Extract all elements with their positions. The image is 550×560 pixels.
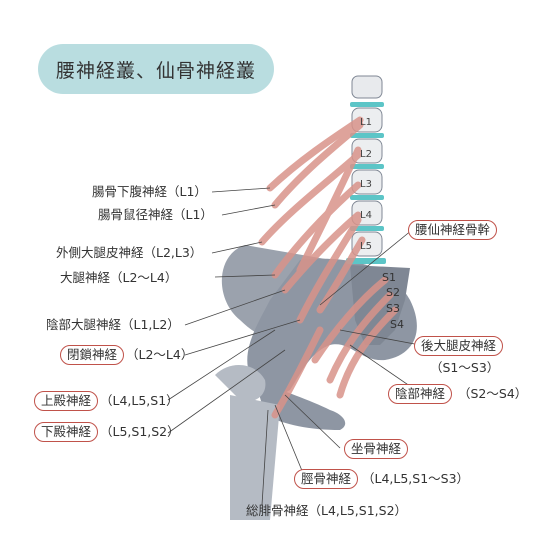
nerve-sacral-1 — [311, 276, 389, 364]
nerve-femoral — [271, 181, 362, 279]
vertebra-t12 — [351, 75, 383, 99]
label-posterior-femoral-cutaneous-roots: （S1〜S3） — [430, 360, 500, 375]
label-inferior-gluteal-roots: （L5,S1,S2） — [100, 424, 180, 439]
nerve-ilioinguinal — [271, 121, 364, 209]
vertebra-label-l4: L4 — [360, 210, 372, 221]
intervertebral-disc — [350, 133, 384, 138]
intervertebral-disc — [350, 102, 384, 107]
sacral-label-s1: S1 — [382, 271, 396, 284]
nerve-sacral-2 — [326, 291, 394, 384]
nerve-sciatic — [271, 326, 324, 419]
label-obturator-roots: （L2〜L4） — [126, 347, 194, 362]
label-ilioinguinal: 腸骨鼠径神経（L1） — [98, 207, 213, 222]
intervertebral-disc — [350, 226, 384, 231]
label-femoral: 大腿神経（L2〜L4） — [60, 270, 178, 285]
nerve-sacral-3 — [336, 306, 399, 399]
leader-lines — [167, 187, 421, 506]
sacral-label-s2: S2 — [386, 286, 400, 299]
label-common-peroneal: 総腓骨神経（L4,L5,S1,S2） — [246, 503, 408, 518]
label-posterior-femoral-cutaneous: 後大腿皮神経 — [414, 336, 504, 356]
label-tibial: 脛骨神経 — [294, 469, 359, 489]
nerve-iliohypogastric — [266, 116, 364, 192]
page-title: 腰神経叢、仙骨神経叢 — [55, 59, 256, 82]
nerve-obturator — [296, 216, 362, 324]
label-lumbosacral-trunk: 腰仙神経骨幹 — [408, 220, 498, 240]
vertebra-label-l1: L1 — [360, 117, 372, 128]
title-banner: 腰神経叢、仙骨神経叢 — [38, 44, 274, 94]
sacral-label-s3: S3 — [386, 302, 400, 315]
nerve-femoral-2 — [281, 211, 362, 294]
vertebra-label-l3: L3 — [360, 179, 372, 190]
label-superior-gluteal: 上殿神経 — [34, 391, 99, 411]
sacral-label-s4: S4 — [390, 318, 404, 331]
femur-shaft-shape — [230, 395, 280, 520]
nerve-lumbosacral — [316, 236, 366, 314]
label-pudendal: 陰部神経 — [388, 384, 453, 404]
nerves — [258, 116, 399, 419]
label-tibial-roots: （L4,L5,S1〜S3） — [362, 471, 470, 486]
label-iliohypogastric: 腸骨下腹神経（L1） — [92, 184, 207, 199]
nerve-genitofemoral — [296, 146, 362, 274]
label-inferior-gluteal: 下殿神経 — [34, 422, 99, 442]
label-sciatic: 坐骨神経 — [344, 439, 409, 459]
vertebra-label-l2: L2 — [360, 149, 372, 160]
label-superior-gluteal-roots: （L4,L5,S1） — [100, 393, 179, 408]
vertebra-label-l5: L5 — [360, 241, 372, 252]
label-pudendal-roots: （S2〜S4） — [458, 386, 528, 401]
label-genitofemoral: 陰部大腿神経（L1,L2） — [46, 317, 180, 332]
intervertebral-disc — [350, 195, 384, 200]
label-obturator: 閉鎖神経 — [60, 345, 125, 365]
intervertebral-disc — [350, 164, 384, 169]
label-lateral-femoral-cutaneous: 外側大腿皮神経（L2,L3） — [56, 245, 203, 260]
femur-head-shape — [215, 364, 266, 402]
